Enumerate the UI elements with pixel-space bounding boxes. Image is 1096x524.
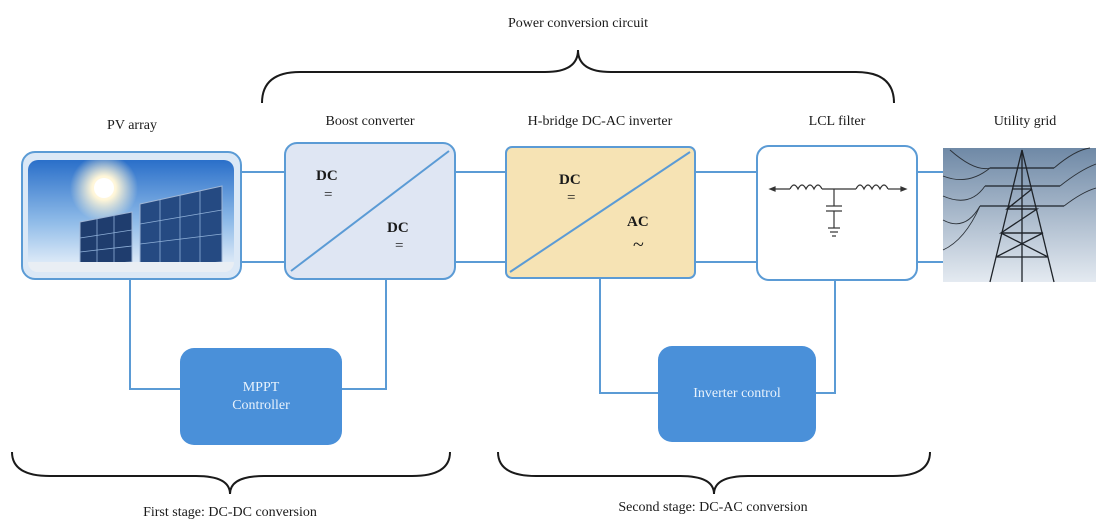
pv-array-label: PV array bbox=[107, 118, 157, 133]
inverter-output-ac-symbol: ~ bbox=[633, 234, 644, 256]
second-stage-label: Second stage: DC-AC conversion bbox=[618, 500, 808, 515]
inverter-control-block: Inverter control bbox=[658, 346, 816, 442]
mppt-controller-block: MPPT Controller bbox=[180, 348, 342, 445]
boost-output-dc-label: DC bbox=[387, 220, 409, 236]
inverter-label: H-bridge DC-AC inverter bbox=[527, 114, 673, 129]
inverter-input-dc-symbol: = bbox=[567, 190, 576, 206]
inverter-input-dc-label: DC bbox=[559, 172, 581, 188]
connection-wires bbox=[129, 171, 943, 394]
lcl-filter-block bbox=[756, 145, 918, 281]
mppt-controller-line2: Controller bbox=[232, 397, 290, 413]
lcl-filter-label: LCL filter bbox=[808, 114, 866, 129]
top-brace bbox=[261, 49, 895, 104]
boost-input-dc-symbol: = bbox=[324, 187, 333, 203]
inverter-control-label: Inverter control bbox=[693, 386, 781, 401]
utility-grid-label: Utility grid bbox=[993, 114, 1057, 129]
pv-array-block bbox=[21, 151, 242, 280]
pv-array-image bbox=[28, 160, 234, 272]
boost-input-dc-label: DC bbox=[316, 168, 338, 184]
lcl-circuit-symbol bbox=[768, 184, 908, 237]
power-conversion-title: Power conversion circuit bbox=[508, 16, 648, 31]
inverter-output-ac-label: AC bbox=[627, 214, 649, 230]
first-stage-brace bbox=[11, 451, 451, 495]
utility-grid-image bbox=[942, 147, 1096, 283]
boost-converter-label: Boost converter bbox=[325, 114, 415, 129]
boost-converter-block bbox=[284, 142, 456, 280]
mppt-controller-line1: MPPT bbox=[242, 379, 280, 395]
second-stage-brace bbox=[497, 451, 931, 495]
boost-output-dc-symbol: = bbox=[395, 238, 404, 254]
inverter-block bbox=[505, 146, 696, 279]
first-stage-label: First stage: DC-DC conversion bbox=[143, 505, 317, 520]
